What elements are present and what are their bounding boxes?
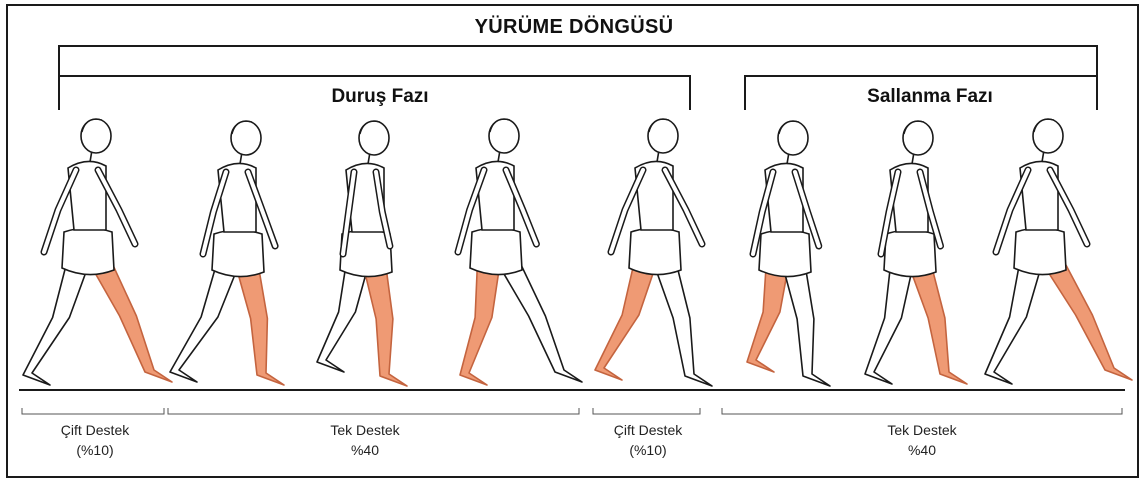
shorts (759, 230, 811, 277)
figure-loading-response (170, 121, 284, 385)
shorts (470, 228, 522, 275)
figure-initial-swing (747, 121, 830, 386)
swing-phase-label: Sallanma Fazı (840, 86, 1020, 108)
support-name: Çift Destek (30, 420, 160, 440)
shorts (212, 230, 264, 277)
support-brackets (22, 408, 1122, 414)
figure-terminal-swing (985, 119, 1132, 384)
support-label-single-1: Tek Destek %40 (300, 420, 430, 460)
shorts (1014, 228, 1066, 275)
shorts (629, 228, 681, 275)
shorts (884, 230, 936, 277)
figure-pre-swing (595, 119, 712, 386)
stance-phase-label: Duruş Fazı (300, 86, 460, 108)
figure-mid-stance (317, 121, 407, 386)
figure-mid-swing (865, 121, 967, 384)
support-percent: %40 (857, 440, 987, 460)
support-label-double-1: Çift Destek (%10) (30, 420, 160, 460)
shorts (62, 228, 114, 275)
support-label-single-2: Tek Destek %40 (857, 420, 987, 460)
support-name: Tek Destek (300, 420, 430, 440)
cycle-bracket (59, 46, 1097, 78)
support-label-double-2: Çift Destek (%10) (583, 420, 713, 460)
support-name: Tek Destek (857, 420, 987, 440)
support-percent: (%10) (30, 440, 160, 460)
support-name: Çift Destek (583, 420, 713, 440)
figure-heel-strike (23, 119, 172, 385)
support-percent: %40 (300, 440, 430, 460)
support-percent: (%10) (583, 440, 713, 460)
figure-terminal-stance (458, 119, 582, 385)
